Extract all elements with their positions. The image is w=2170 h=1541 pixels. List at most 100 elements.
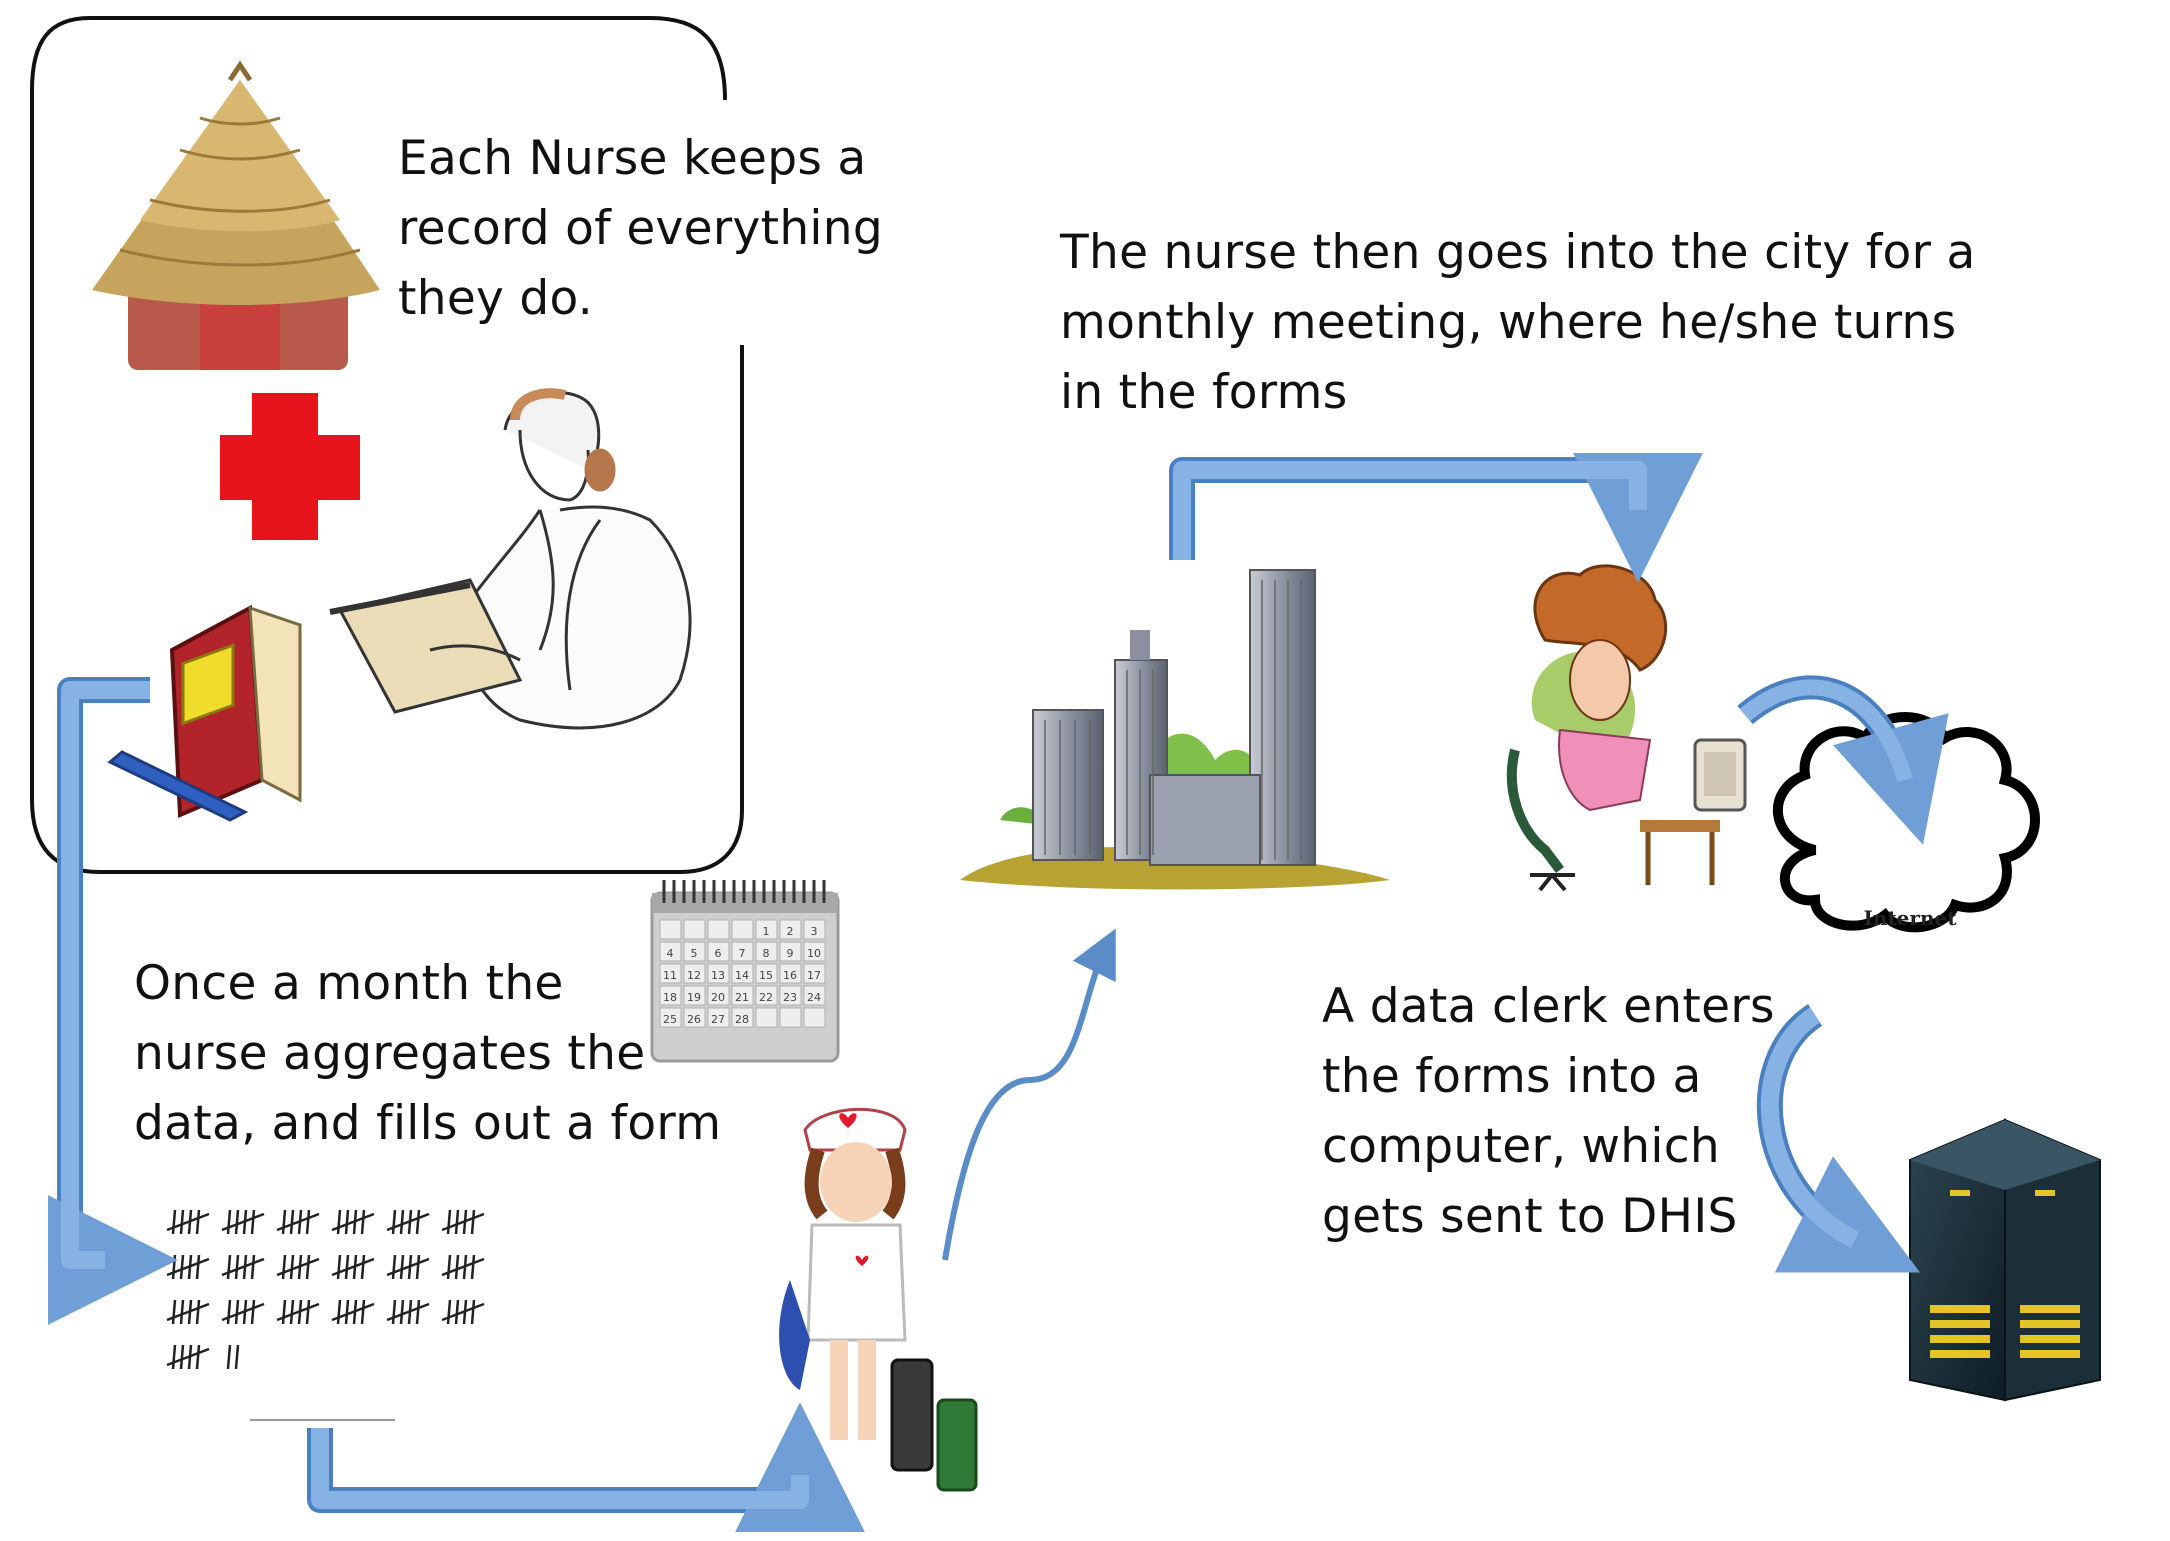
calendar-cell bbox=[755, 919, 778, 940]
step-clerk-text: A data clerk enters the forms into a com… bbox=[1322, 972, 1775, 1252]
text-line: The nurse then goes into the city for a bbox=[1060, 225, 1976, 280]
tally-mark bbox=[386, 1299, 430, 1325]
text-line: nurse aggregates the bbox=[134, 1026, 646, 1081]
calendar-cell bbox=[731, 963, 754, 984]
calendar-cell bbox=[803, 919, 826, 940]
tally-mark bbox=[221, 1254, 265, 1280]
step-city-text: The nurse then goes into the city for a … bbox=[1060, 218, 1976, 428]
calendar-day: 7 bbox=[739, 947, 746, 960]
tally-mark bbox=[331, 1254, 375, 1280]
calendar-cell bbox=[683, 963, 706, 984]
text-line: in the forms bbox=[1060, 365, 1348, 420]
calendar-day: 8 bbox=[763, 947, 770, 960]
internet-label: Internet bbox=[1863, 906, 1957, 930]
calendar-day: 6 bbox=[715, 947, 722, 960]
calendar-day: 3 bbox=[811, 925, 818, 938]
calendar-cell bbox=[779, 919, 802, 940]
calendar-cell bbox=[803, 985, 826, 1006]
calendar-cell bbox=[683, 1007, 706, 1028]
calendar-day: 27 bbox=[711, 1013, 725, 1026]
nurse-clipboard-icon bbox=[329, 388, 692, 730]
record-book-icon bbox=[107, 604, 302, 822]
tally-mark bbox=[386, 1209, 430, 1235]
tally-mark bbox=[166, 1299, 210, 1325]
calendar-cell bbox=[755, 963, 778, 984]
calendar-cell bbox=[659, 985, 682, 1006]
calendar-day: 16 bbox=[783, 969, 797, 982]
calendar-cell bbox=[803, 963, 826, 984]
tally-mark bbox=[226, 1344, 240, 1370]
calendar-cell bbox=[779, 941, 802, 962]
calendar-day: 12 bbox=[687, 969, 701, 982]
calendar-cell bbox=[731, 985, 754, 1006]
calendar-cell bbox=[659, 1007, 682, 1028]
text-line: record of everything bbox=[398, 201, 883, 256]
calendar-cell bbox=[683, 941, 706, 962]
tally-mark bbox=[166, 1254, 210, 1280]
calendar-cell bbox=[731, 1007, 754, 1028]
calendar-day: 14 bbox=[735, 969, 749, 982]
calendar-cell bbox=[659, 919, 682, 940]
text-line: computer, which bbox=[1322, 1119, 1720, 1174]
tally-mark bbox=[441, 1299, 485, 1325]
calendar-cell bbox=[683, 919, 706, 940]
tally-mark bbox=[221, 1299, 265, 1325]
calendar-day: 13 bbox=[711, 969, 725, 982]
calendar-day: 22 bbox=[759, 991, 773, 1004]
calendar-day: 25 bbox=[663, 1013, 677, 1026]
calendar-cell bbox=[707, 963, 730, 984]
text-line: monthly meeting, where he/she turns bbox=[1060, 295, 1957, 350]
calendar-day: 21 bbox=[735, 991, 749, 1004]
data-clerk-icon bbox=[1506, 564, 1747, 892]
calendar-day: 26 bbox=[687, 1013, 701, 1026]
hut-icon bbox=[92, 60, 380, 370]
calendar-cell bbox=[779, 963, 802, 984]
red-cross-icon bbox=[220, 393, 360, 540]
tally-mark bbox=[276, 1254, 320, 1280]
arrow-city-to-clerk bbox=[1169, 452, 1703, 583]
text-line: data, and fills out a form bbox=[134, 1096, 722, 1151]
tally-mark bbox=[276, 1299, 320, 1325]
calendar-day: 4 bbox=[667, 947, 674, 960]
calendar-day: 23 bbox=[783, 991, 797, 1004]
calendar-cell bbox=[803, 941, 826, 962]
calendar-day: 10 bbox=[807, 947, 821, 960]
calendar-cell bbox=[779, 985, 802, 1006]
text-line: gets sent to DHIS bbox=[1322, 1189, 1738, 1244]
text-line: Once a month the bbox=[134, 956, 564, 1011]
tally-mark bbox=[276, 1209, 320, 1235]
tally-form-icon bbox=[166, 1209, 485, 1421]
tally-mark bbox=[441, 1254, 485, 1280]
step-box bbox=[30, 16, 744, 874]
calendar-cell bbox=[755, 941, 778, 962]
text-line: Each Nurse keeps a bbox=[398, 131, 867, 186]
tally-mark bbox=[221, 1209, 265, 1235]
text-line: they do. bbox=[398, 271, 593, 326]
calendar-cell bbox=[731, 919, 754, 940]
calendar-day: 9 bbox=[787, 947, 794, 960]
calendar-cell bbox=[803, 1007, 826, 1028]
calendar-cell bbox=[707, 985, 730, 1006]
calendar-cell bbox=[659, 963, 682, 984]
calendar-cell bbox=[779, 1007, 802, 1028]
calendar-cell bbox=[707, 1007, 730, 1028]
calendar-cell bbox=[755, 985, 778, 1006]
arrow-nurse-to-city bbox=[942, 928, 1116, 1261]
calendar-day: 5 bbox=[691, 947, 698, 960]
tally-mark bbox=[166, 1209, 210, 1235]
calendar-day: 15 bbox=[759, 969, 773, 982]
calendar-cell bbox=[707, 941, 730, 962]
text-line: A data clerk enters bbox=[1322, 979, 1775, 1034]
tally-mark bbox=[331, 1299, 375, 1325]
step-record-text: Each Nurse keeps a record of everything … bbox=[398, 124, 883, 334]
calendar-cell bbox=[707, 919, 730, 940]
server-icon bbox=[1909, 1118, 2101, 1402]
city-icon bbox=[960, 569, 1390, 890]
calendar-cell bbox=[659, 941, 682, 962]
step-aggregate-text: Once a month the nurse aggregates the da… bbox=[134, 949, 721, 1159]
calendar-cell bbox=[731, 941, 754, 962]
calendar-cell bbox=[683, 985, 706, 1006]
